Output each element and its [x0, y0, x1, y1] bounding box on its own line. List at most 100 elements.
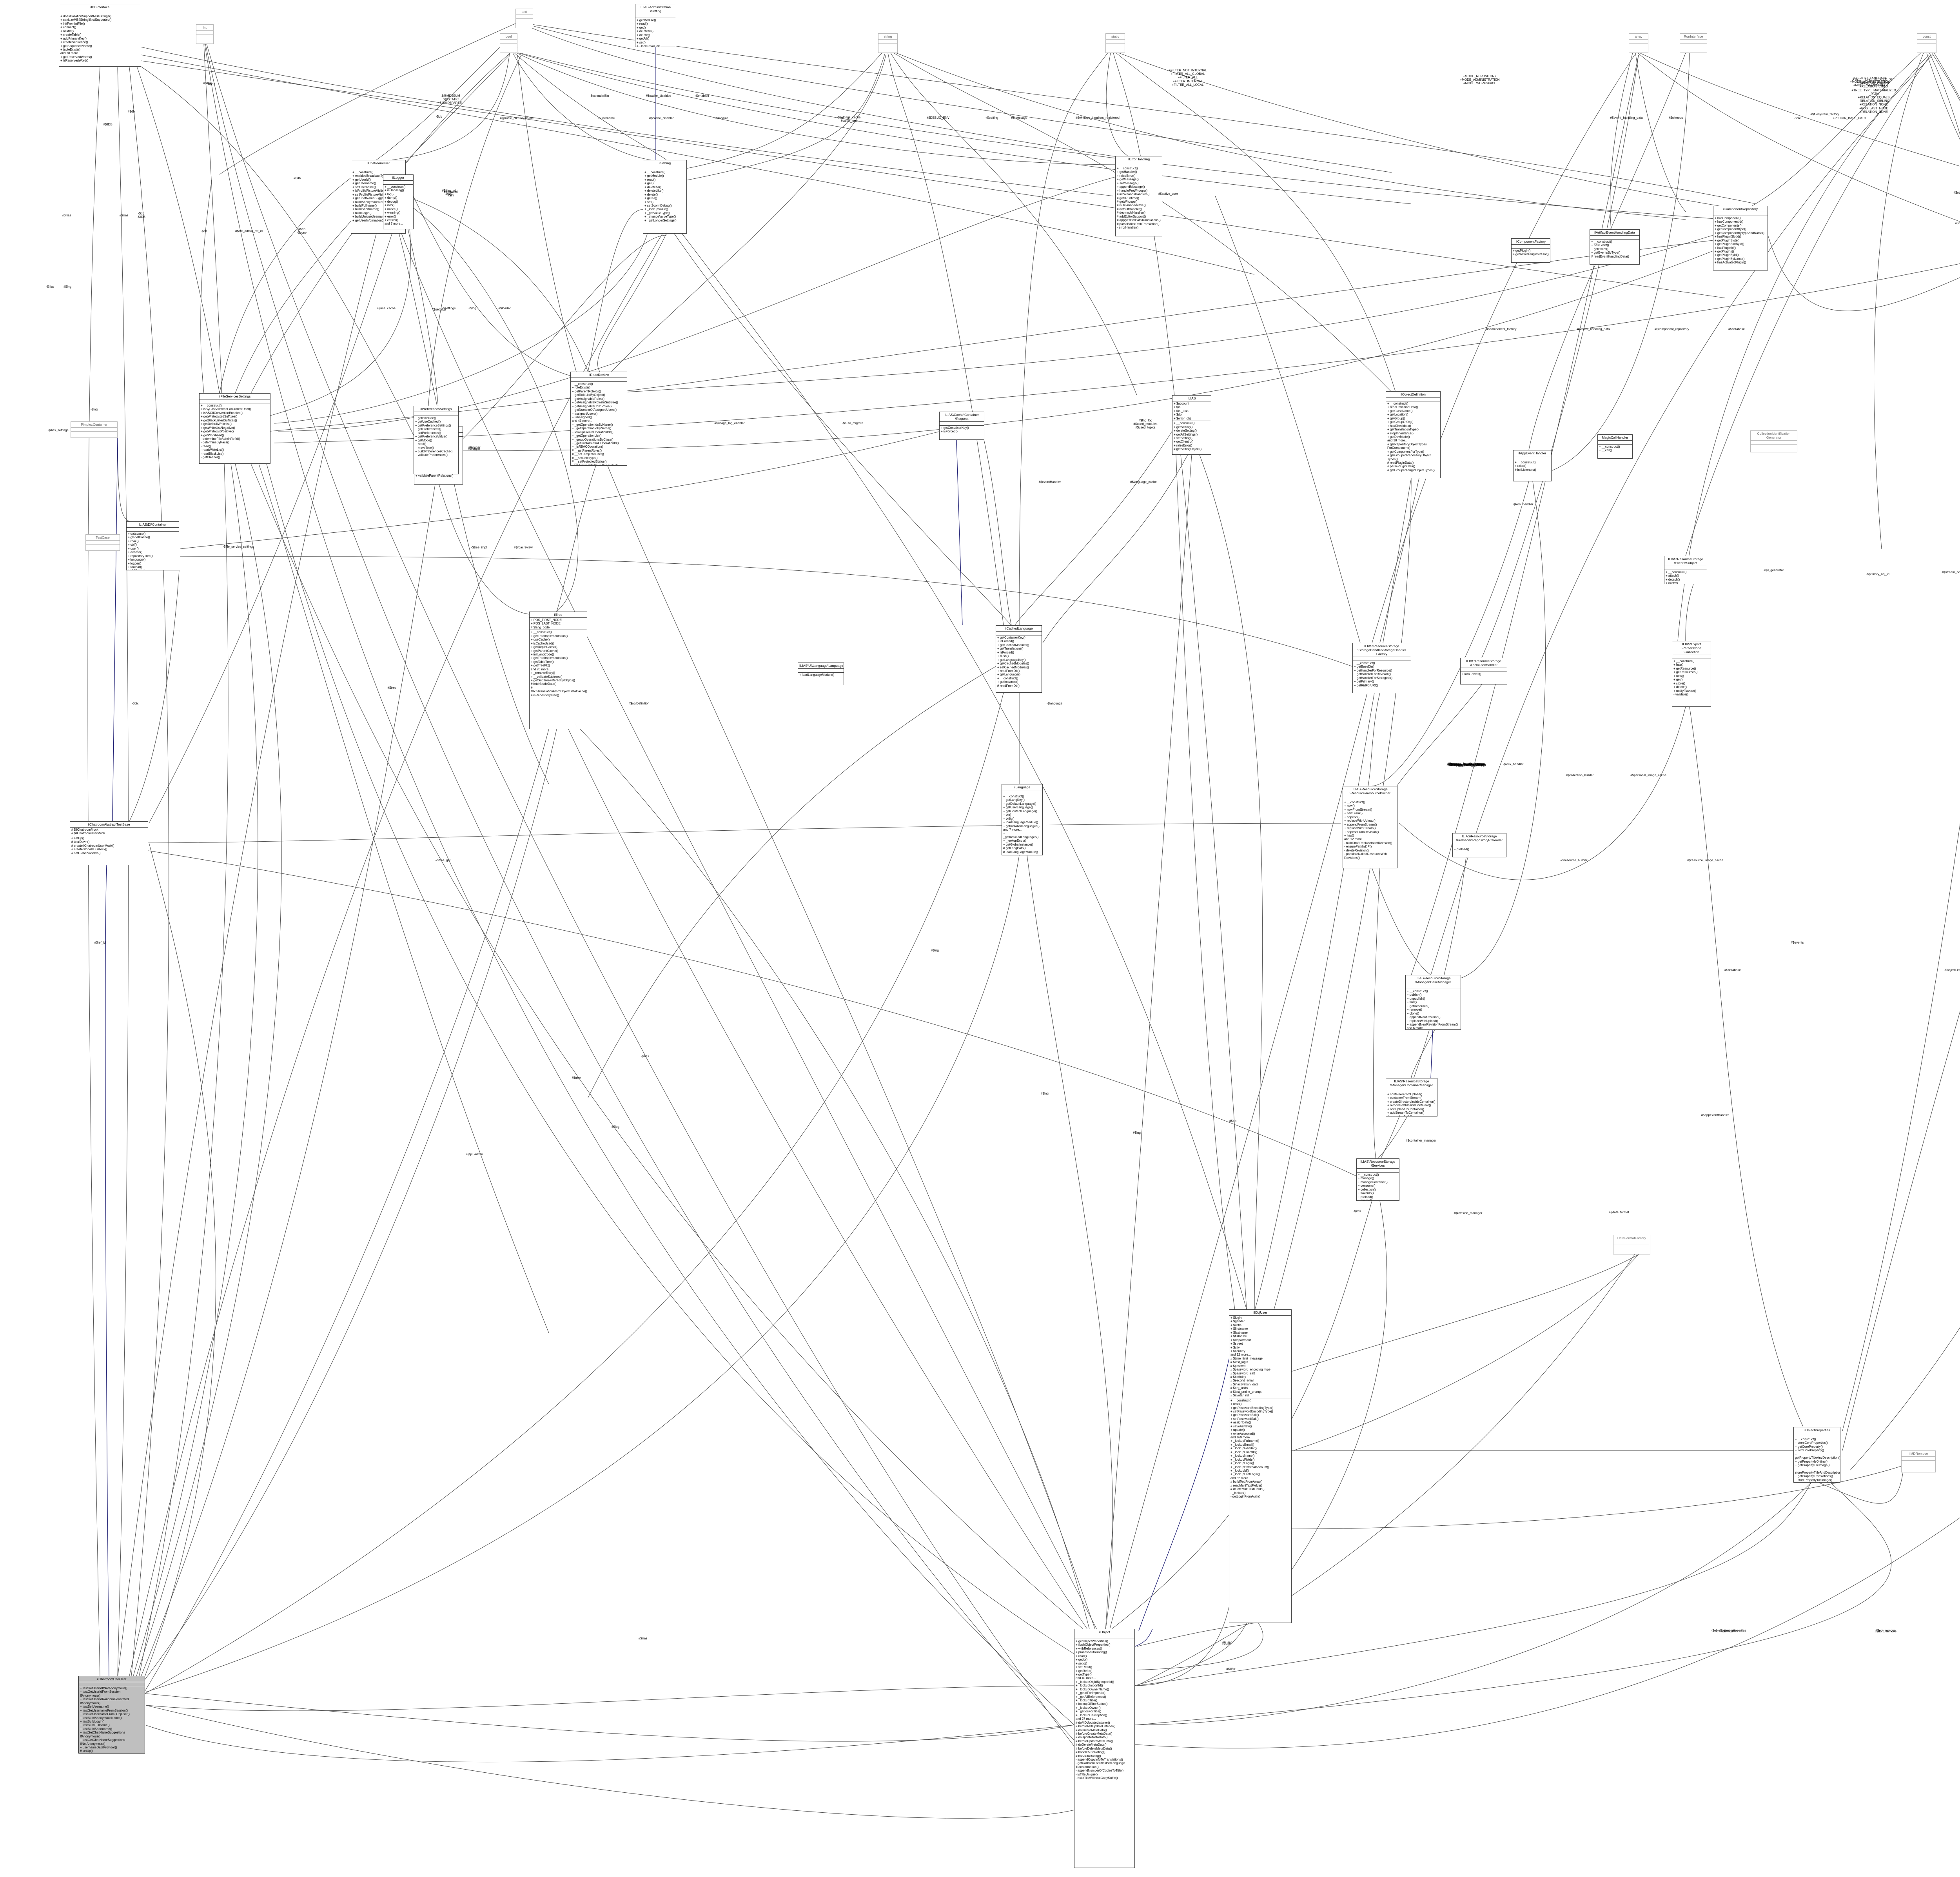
uml-operation-row: + delete(): [637, 33, 650, 37]
uml-class-ilChatroomUserTest[interactable]: ilChatroomUserTest+ testGetUserIdIfNotAn…: [78, 1676, 145, 1754]
uml-class-ilFileServicesSettings[interactable]: ilFileServicesSettings+ __construct()+ i…: [199, 393, 270, 464]
uml-class-ilComponentFactory[interactable]: ilComponentFactory+ getPlugin()+ getActi…: [1511, 238, 1550, 263]
uml-operation-row: + lookupCreateOperationIds(): [572, 430, 613, 434]
uml-class-ILIASResourceStorageLockHandler[interactable]: ILIAS\ResourceStorage \Lock\LockHandler+…: [1460, 658, 1507, 684]
uml-class-ilLogger[interactable]: ilLogger+ __construct()+ isHandling()+ l…: [383, 174, 414, 229]
uml-class-ILIASResourceStorageResourceBuilder[interactable]: ILIAS\ResourceStorage \Resource\Resource…: [1343, 786, 1397, 868]
edge-label: #$profile_picture_visible: [500, 116, 534, 120]
uml-class-array[interactable]: array: [1629, 33, 1648, 53]
uml-operation-row: + unpublish(): [1407, 997, 1425, 1000]
uml-operation-row: + getEvent(): [1591, 247, 1608, 251]
uml-class-static[interactable]: static: [1105, 33, 1125, 53]
uml-operation-row: + assignedUsers(): [572, 412, 598, 416]
uml-class-ilComponentRepository[interactable]: ilComponentRepository+ hasComponent()+ h…: [1713, 206, 1768, 270]
uml-operation-row: # setGlobalVariable(): [71, 851, 101, 855]
uml-operation-row: # __setRoleType(): [572, 456, 598, 460]
uml-class-ilMDRemove[interactable]: ilMDRemove: [1901, 1450, 1936, 1472]
uml-attribute-row: # $inactivation_date: [1230, 1382, 1259, 1386]
uml-operation-row: + getGlobalInstance(): [1003, 842, 1033, 846]
uml-class-title: ilLanguage: [1002, 784, 1042, 791]
uml-class-ilObjUser[interactable]: ilObjUser+ $login+ $gender+ $utitle+ $fi…: [1229, 1309, 1292, 1623]
uml-class-ilObjectDefinition[interactable]: ilObjectDefinition+ __construct()+ readD…: [1386, 391, 1441, 478]
uml-operation-row: + _lookupId(): [1230, 1469, 1249, 1472]
uml-class-ILIASResourceStorageEventsSubject[interactable]: ILIAS\ResourceStorage \Events\Subject+ _…: [1664, 556, 1707, 584]
uml-class-ilRbacReview[interactable]: ilRbacReview+ __construct()+ roleExists(…: [570, 372, 627, 466]
uml-class-ilAppEventHandler[interactable]: ilAppEventHandler+ __construct()+ raise(…: [1513, 450, 1552, 481]
uml-class-title: RunInterface: [1680, 34, 1707, 40]
edge-label: #$tree: [572, 1076, 581, 1080]
uml-class-MagicCallHandler[interactable]: MagicCallHandler+ __construct()+ __call(…: [1597, 434, 1633, 459]
uml-attribute-row: # $lang_code: [531, 625, 550, 629]
uml-operation-row: # doUpdateMetaData(): [1076, 1735, 1108, 1739]
uml-operation-row: + getAssignableChildRoles(): [572, 404, 612, 408]
uml-class-int[interactable]: int: [196, 24, 214, 44]
uml-class-ILIASResourceStorageStorageHandlerFactory[interactable]: ILIAS\ResourceStorage \StorageHandler\St…: [1352, 643, 1411, 693]
uml-operation-row: + getAssignableRoles(): [572, 397, 604, 401]
uml-class-ilPreferencesSettingsBox[interactable]: ilPreferencesSettings+ getEnvTree()+ get…: [414, 406, 459, 474]
uml-attribute-row: # $birthday: [1230, 1375, 1246, 1379]
uml-class-ilTree[interactable]: ilTree+ POS_FIRST_NODE+ POS_LAST_NODE# $…: [529, 612, 587, 729]
uml-class-ILIASResourceStorageServices[interactable]: ILIAS\ResourceStorage \Services+ __const…: [1356, 1158, 1399, 1201]
uml-class-ILIASLanguageLanguage[interactable]: ILIAS\UI\Language\Language+ loadLanguage…: [798, 663, 844, 685]
uml-class-ilChatroomUser[interactable]: ilChatroomUser+ __construct()+ enabledBr…: [351, 160, 406, 234]
uml-operation-row: + getUserInformation(): [352, 218, 384, 222]
uml-class-ilArtifactEventHandlingData[interactable]: ilArtifactEventHandlingData+ __construct…: [1590, 229, 1640, 265]
uml-class-ILIASExportParserCollection[interactable]: ILIAS\Export \Parser\Node \Collection+ _…: [1672, 641, 1711, 707]
uml-class-attributes: + $account+ $ini+ $ini_ilias+ $db+ $erro…: [1172, 401, 1211, 421]
uml-class-operations: + getContainerKey()+ isForced(): [940, 426, 984, 434]
uml-operation-row: + __construct(): [644, 171, 666, 174]
uml-class-RunInterface[interactable]: RunInterface: [1680, 33, 1707, 53]
uml-operation-row: + _getValueType(): [644, 211, 670, 215]
uml-class-ILIAS[interactable]: ILIAS+ $account+ $ini+ $ini_ilias+ $db+ …: [1172, 395, 1211, 455]
uml-class-ILIASResourceStorageContainerManager[interactable]: ILIAS\ResourceStorage \Manager\Container…: [1386, 1078, 1437, 1116]
uml-operation-row: + warning(): [385, 211, 401, 215]
uml-class-bool[interactable]: bool: [500, 33, 517, 53]
uml-class-PimpleContainer[interactable]: Pimple::Container: [71, 421, 118, 438]
uml-operation-row: + getCachedModules(): [997, 662, 1029, 666]
uml-class-ILIASDIContainer[interactable]: ILIAS\DI\Container+ database()+ globalCa…: [126, 521, 179, 570]
uml-operation-row: - determineFileAdminRefId(): [201, 437, 240, 441]
uml-operation-row: + _lookupImportId(): [1076, 1684, 1103, 1688]
uml-operation-row: + getGroupedRepositoryObject Types(): [1387, 454, 1431, 461]
uml-class-ilDBInterface[interactable]: ilDBInterface+ doesCollationSupportMB4St…: [59, 4, 141, 67]
uml-operation-row: + get(): [644, 182, 654, 185]
uml-class-operations: + getPlugin()+ getActivePluginsInSlot(): [1512, 249, 1550, 257]
uml-class-ilCachedLanguage[interactable]: ilCachedLanguage+ getContainerKey()+ isF…: [996, 625, 1042, 693]
uml-class-ILIASResourceStorageRepositoryPreloader[interactable]: ILIAS\ResourceStorage \Preloader\Reposit…: [1452, 833, 1506, 857]
uml-class-title: ilObjUser: [1229, 1310, 1291, 1316]
uml-operation-row: + doesCollationSupportMB4Strings(): [60, 15, 112, 18]
uml-class-ilObjectProperties[interactable]: ilObjectProperties+ __construct()+ store…: [1793, 1427, 1840, 1483]
uml-class-ilChatroomAbstractTestBase[interactable]: ilChatroomAbstractTestBase# $ilChatroomM…: [70, 821, 148, 865]
uml-operation-row: + getUseCached(): [415, 420, 441, 424]
uml-class-ilObject[interactable]: ilObject+ getObjectProperties()+ flushOb…: [1074, 1629, 1135, 1868]
uml-class-string[interactable]: string: [878, 33, 898, 53]
edge-label: #$resource_group: [1955, 221, 1960, 225]
uml-operation-row: + getDefaultLanguage(): [1003, 802, 1036, 806]
uml-operation-row: + _lookupFields(): [1230, 1458, 1255, 1461]
uml-class-ilErrorHandling[interactable]: ilErrorHandling+ __construct()+ getHandl…: [1115, 156, 1162, 236]
edge-label: -$ilias: [46, 285, 54, 289]
edge-label: #$ilias: [638, 1637, 648, 1640]
uml-class-ilLanguage[interactable]: ilLanguage+ __construct()+ getLangKey()+…: [1002, 784, 1043, 855]
uml-class-ILIASCacheContainerRequest[interactable]: ILIAS\Cache\Container \Request+ getConta…: [939, 412, 984, 440]
uml-class-ILIASAdministrationSetting[interactable]: ILIAS\Administration \Setting+ getModule…: [635, 4, 676, 47]
uml-operation-row: + getRidForURI(): [1354, 683, 1378, 687]
uml-class-TestCase[interactable]: TestCase: [85, 534, 120, 551]
uml-class-operations: + __construct()+ read()+ getPasswordEnco…: [1229, 1398, 1291, 1499]
uml-operation-row: + getTranslationType(): [1387, 428, 1419, 432]
uml-attribute-row: + $ini_ilias: [1174, 409, 1189, 413]
uml-operation-row: + __construct(): [1344, 801, 1365, 804]
uml-class-ILIASResourceStorageBaseManager[interactable]: ILIAS\ResourceStorage \Manager\BaseManag…: [1405, 975, 1461, 1030]
uml-operation-row: + __call(): [1599, 448, 1612, 452]
uml-class-const[interactable]: const: [1917, 33, 1936, 53]
uml-class-text[interactable]: text: [515, 9, 533, 28]
uml-class-attributes: [79, 1682, 145, 1686]
uml-operation-row: + collection(): [1358, 1187, 1376, 1191]
uml-class-title: Pimple::Container: [71, 422, 117, 428]
uml-operation-row: + getParentCache(): [531, 649, 559, 653]
uml-class-CollectionIdentificationGenerator[interactable]: CollectionIdentification Generator: [1750, 430, 1797, 452]
uml-class-operations: + __construct()+ has()+ getResource()+ g…: [1672, 659, 1711, 697]
uml-class-DateFormatFactory[interactable]: DateFormatFactory: [1613, 1235, 1650, 1254]
uml-class-ilSetting[interactable]: ilSetting+ __construct()+ getModule()+ r…: [643, 160, 687, 234]
uml-operation-row: + testGetUserIdRandomGenerated IfAnonymo…: [80, 1697, 129, 1705]
